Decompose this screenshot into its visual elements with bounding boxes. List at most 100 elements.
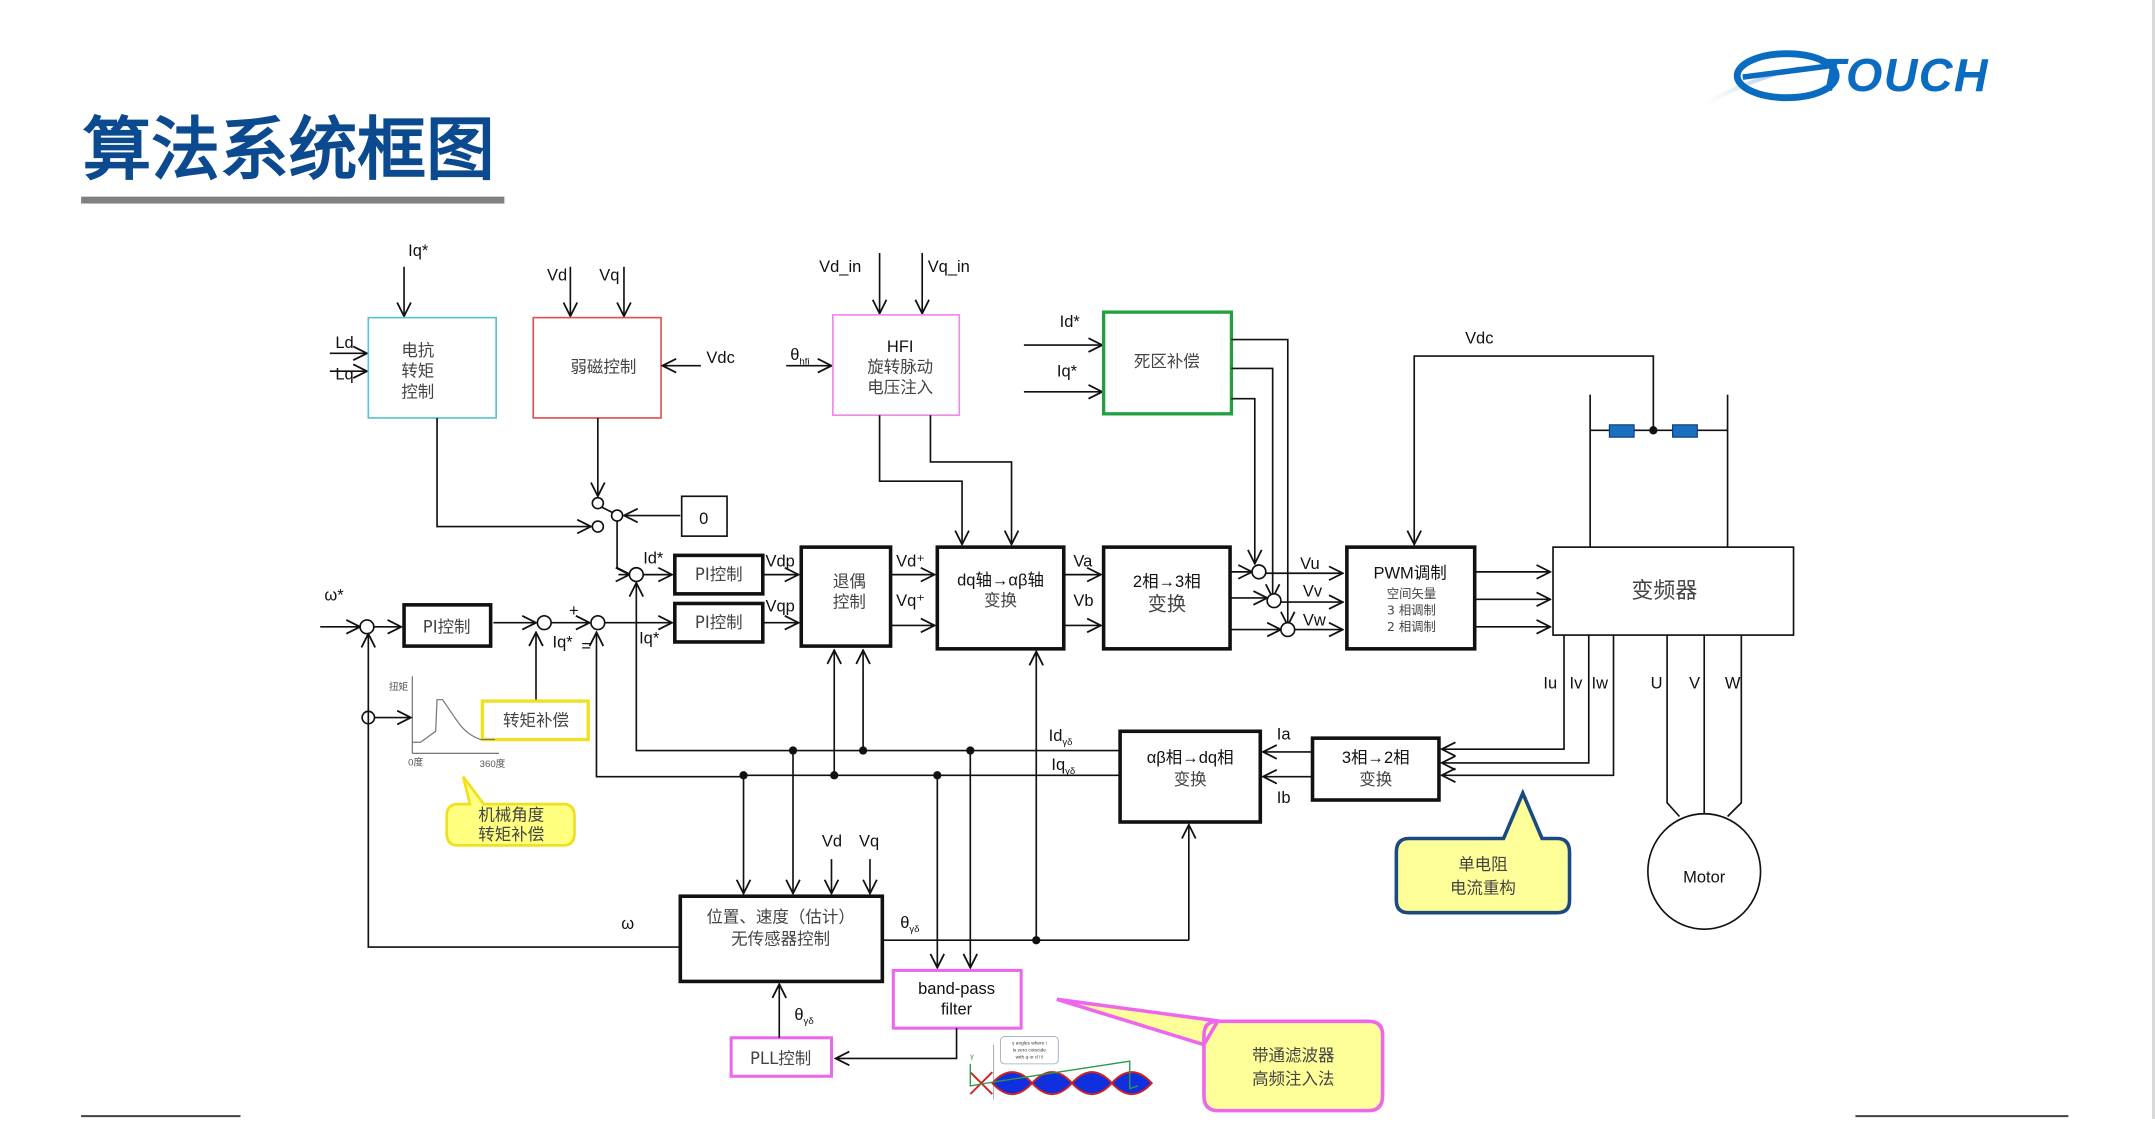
signal-u: U <box>1651 675 1663 693</box>
shunt-resistor-2 <box>1672 424 1698 438</box>
signal-vd-fw: Vd <box>547 267 567 285</box>
wire-phase-w <box>1726 635 1743 818</box>
signal-w: W <box>1725 675 1741 693</box>
signal-v: V <box>1689 675 1700 693</box>
motor[interactable] <box>1647 812 1762 931</box>
switch-contact-fw <box>591 496 605 510</box>
signal-iq-gd: Iqγδ <box>1051 756 1075 777</box>
block-deadtime-comp[interactable] <box>1101 310 1234 416</box>
wire-iq-feedback <box>596 632 745 778</box>
callout-mech-angle[interactable] <box>445 775 576 847</box>
block-dq-to-ab[interactable] <box>935 545 1066 651</box>
block-three-to-two[interactable] <box>1310 736 1441 802</box>
block-bandpass-line1: band-pass <box>918 980 995 998</box>
block-pi-speed[interactable] <box>402 603 493 648</box>
block-pll[interactable] <box>729 1036 834 1078</box>
block-pwm-line2: 3 相调制 <box>1387 603 1436 617</box>
callout-bandpass-hfi-line1: 带通滤波器 <box>1252 1046 1335 1065</box>
signal-vw: Vw <box>1303 611 1326 629</box>
signal-vb: Vb <box>1073 592 1093 610</box>
block-two-to-three[interactable] <box>1101 545 1232 651</box>
signal-iq-star-loop: Iq* <box>639 629 660 647</box>
wire-hfi-to-dqab-2 <box>929 415 1011 544</box>
sum-id <box>628 566 645 583</box>
signal-vd-in: Vd_in <box>819 258 861 276</box>
block-pi-q[interactable] <box>673 601 765 644</box>
signal-id-star: Id* <box>643 550 664 568</box>
torque-curve-y-label: 扭矩 <box>389 681 409 693</box>
block-three-to-two-line2: 变换 <box>1359 770 1392 789</box>
signal-plus: + <box>569 602 579 620</box>
callout-single-shunt[interactable] <box>1394 788 1572 915</box>
signal-vd-est: Vd <box>822 833 842 851</box>
signal-vdc-fw: Vdc <box>706 349 734 367</box>
callout-single-shunt-line1: 单电阻 <box>1458 855 1507 874</box>
signal-iq-star-speed: Iq* <box>552 633 573 651</box>
block-ab-to-dq[interactable] <box>1118 729 1263 824</box>
block-field-weakening[interactable] <box>532 316 662 419</box>
switch-contact-reactance <box>591 520 605 533</box>
block-pi-q-label: PI控制 <box>695 613 743 632</box>
signal-lq: Lq <box>335 365 353 383</box>
signal-vdc-top: Vdc <box>1465 330 1493 348</box>
block-hfi-line1: HFI <box>887 338 914 356</box>
signal-vq-plus: Vq⁺ <box>896 592 925 610</box>
block-decoupling[interactable] <box>799 545 893 648</box>
block-sensorless-line1: 位置、速度（估计） <box>706 907 854 926</box>
signal-iq-star-top: Iq* <box>408 242 429 260</box>
block-pi-speed-label: PI控制 <box>423 617 471 636</box>
waveform-note-line2: is zero coincide <box>1013 1048 1046 1054</box>
callout-bandpass-hfi[interactable] <box>1056 997 1385 1113</box>
block-zero-const-label: 0 <box>699 510 708 528</box>
block-inverter[interactable] <box>1552 546 1795 636</box>
slide-right-edge <box>2152 0 2155 1119</box>
torque-curve-x-start: 0度 <box>408 757 423 769</box>
block-reactance-torque[interactable] <box>367 316 497 419</box>
wire-bpf-to-pll <box>836 1028 958 1058</box>
wire-deadtime-u <box>1231 397 1254 564</box>
wire-iw <box>1442 635 1615 775</box>
waveform-note-line1: γ angles where i <box>1012 1041 1047 1047</box>
wire-deadtime-w <box>1231 338 1287 626</box>
block-pwm[interactable] <box>1345 545 1477 651</box>
block-field-weakening-label: 弱磁控制 <box>570 358 636 377</box>
block-torque-comp[interactable] <box>480 699 590 742</box>
signal-ia: Ia <box>1277 726 1292 744</box>
block-sensorless[interactable] <box>678 894 885 984</box>
signal-iq-star-dt: Iq* <box>1057 363 1078 381</box>
block-zero-const[interactable] <box>680 495 728 537</box>
wire-hfi-to-dqab-1 <box>878 415 962 544</box>
block-two-to-three-line2: 变换 <box>1148 592 1186 615</box>
switch-lever <box>601 506 614 514</box>
wire-iv <box>1442 635 1590 763</box>
signal-vq-fw: Vq <box>599 267 619 285</box>
waveform-lobe-start <box>969 1071 993 1095</box>
dc-midpoint-node <box>1649 426 1658 435</box>
signal-theta-gd: θγδ <box>900 914 919 935</box>
wire-deadtime-v <box>1231 367 1272 598</box>
sum-deadtime-u <box>1251 564 1267 580</box>
waveform-note-line3: with q or d !!! <box>1016 1054 1043 1060</box>
block-reactance-torque-line1: 电抗 <box>401 341 434 360</box>
callout-single-shunt-line2: 电流重构 <box>1450 878 1516 897</box>
wire-iu <box>1442 635 1565 749</box>
hfi-waveform-inset: γ angles where i is zero coincide with q… <box>969 1035 1154 1100</box>
block-pi-d[interactable] <box>673 553 765 596</box>
title-underline <box>81 196 505 204</box>
signal-id-star-dt: Id* <box>1060 313 1081 331</box>
signal-omega-star: ω* <box>324 587 344 605</box>
block-torque-comp-label: 转矩补偿 <box>503 711 569 730</box>
wire-switch-to-id-sum <box>616 521 632 576</box>
junction-4 <box>858 746 868 755</box>
block-three-to-two-line1: 3相→2相 <box>1342 748 1410 767</box>
callout-mech-angle-line1: 机械角度 <box>478 806 544 825</box>
signal-id-gd: Idγδ <box>1049 727 1073 748</box>
block-bandpass-line2: filter <box>941 1000 973 1018</box>
block-bandpass[interactable] <box>891 968 1023 1030</box>
signal-ld: Ld <box>335 334 353 352</box>
block-pwm-line3: 2 相调制 <box>1387 620 1436 634</box>
block-hfi[interactable] <box>832 314 961 417</box>
waveform-lobe <box>1070 1071 1114 1096</box>
torque-curve-x-end: 360度 <box>480 758 506 770</box>
